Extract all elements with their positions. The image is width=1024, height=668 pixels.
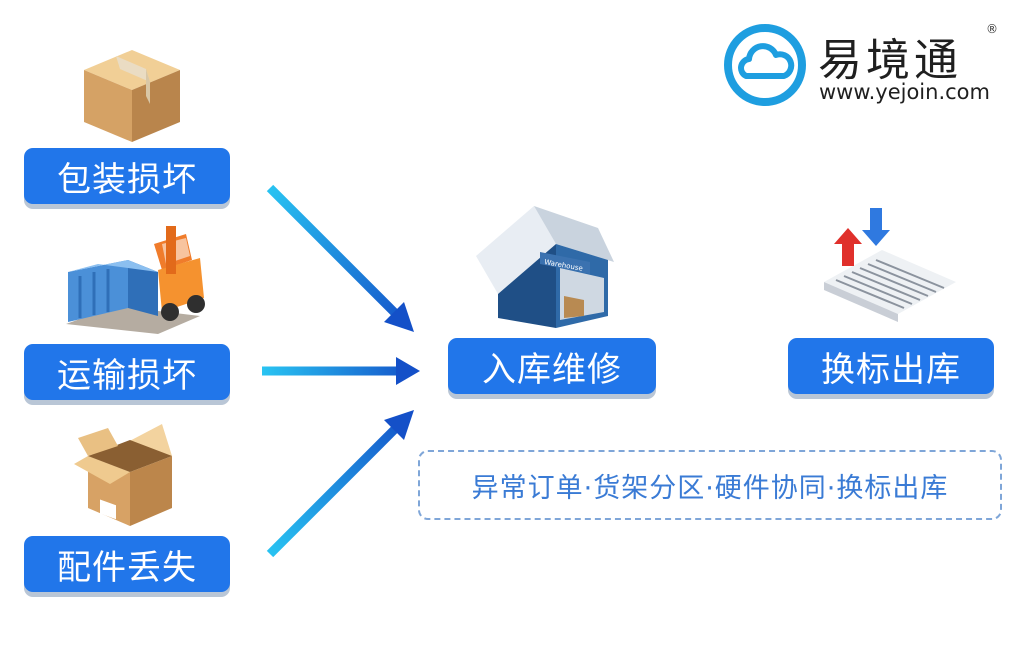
warehouse-icon: Warehouse [476, 206, 614, 328]
tag-transport-damage: 运输损坏 [24, 344, 230, 400]
brand-name: 易境通 [818, 35, 962, 86]
box-icon [84, 50, 180, 142]
tag-inbound-repair: 入库维修 [448, 338, 656, 394]
arrow-transport-to-repair [262, 357, 420, 385]
registered-mark: ® [986, 22, 998, 36]
barcode-updown-icon [824, 208, 956, 322]
tag-packaging-damage: 包装损坏 [24, 148, 230, 204]
tag-relabel-outbound: 换标出库 [788, 338, 994, 394]
tag-missing-parts: 配件丢失 [24, 536, 230, 592]
cloud-logo-icon [724, 24, 806, 106]
open-box-icon [74, 424, 172, 526]
process-summary: 异常订单·货架分区·硬件协同·换标出库 [418, 450, 1002, 520]
forklift-icon [66, 226, 205, 334]
brand-logo: 易境通 ® www.yejoin.com [724, 20, 1024, 110]
arrow-parts-to-repair [266, 410, 414, 558]
brand-url: www.yejoin.com [819, 80, 990, 104]
arrow-packaging-to-repair [266, 184, 414, 332]
